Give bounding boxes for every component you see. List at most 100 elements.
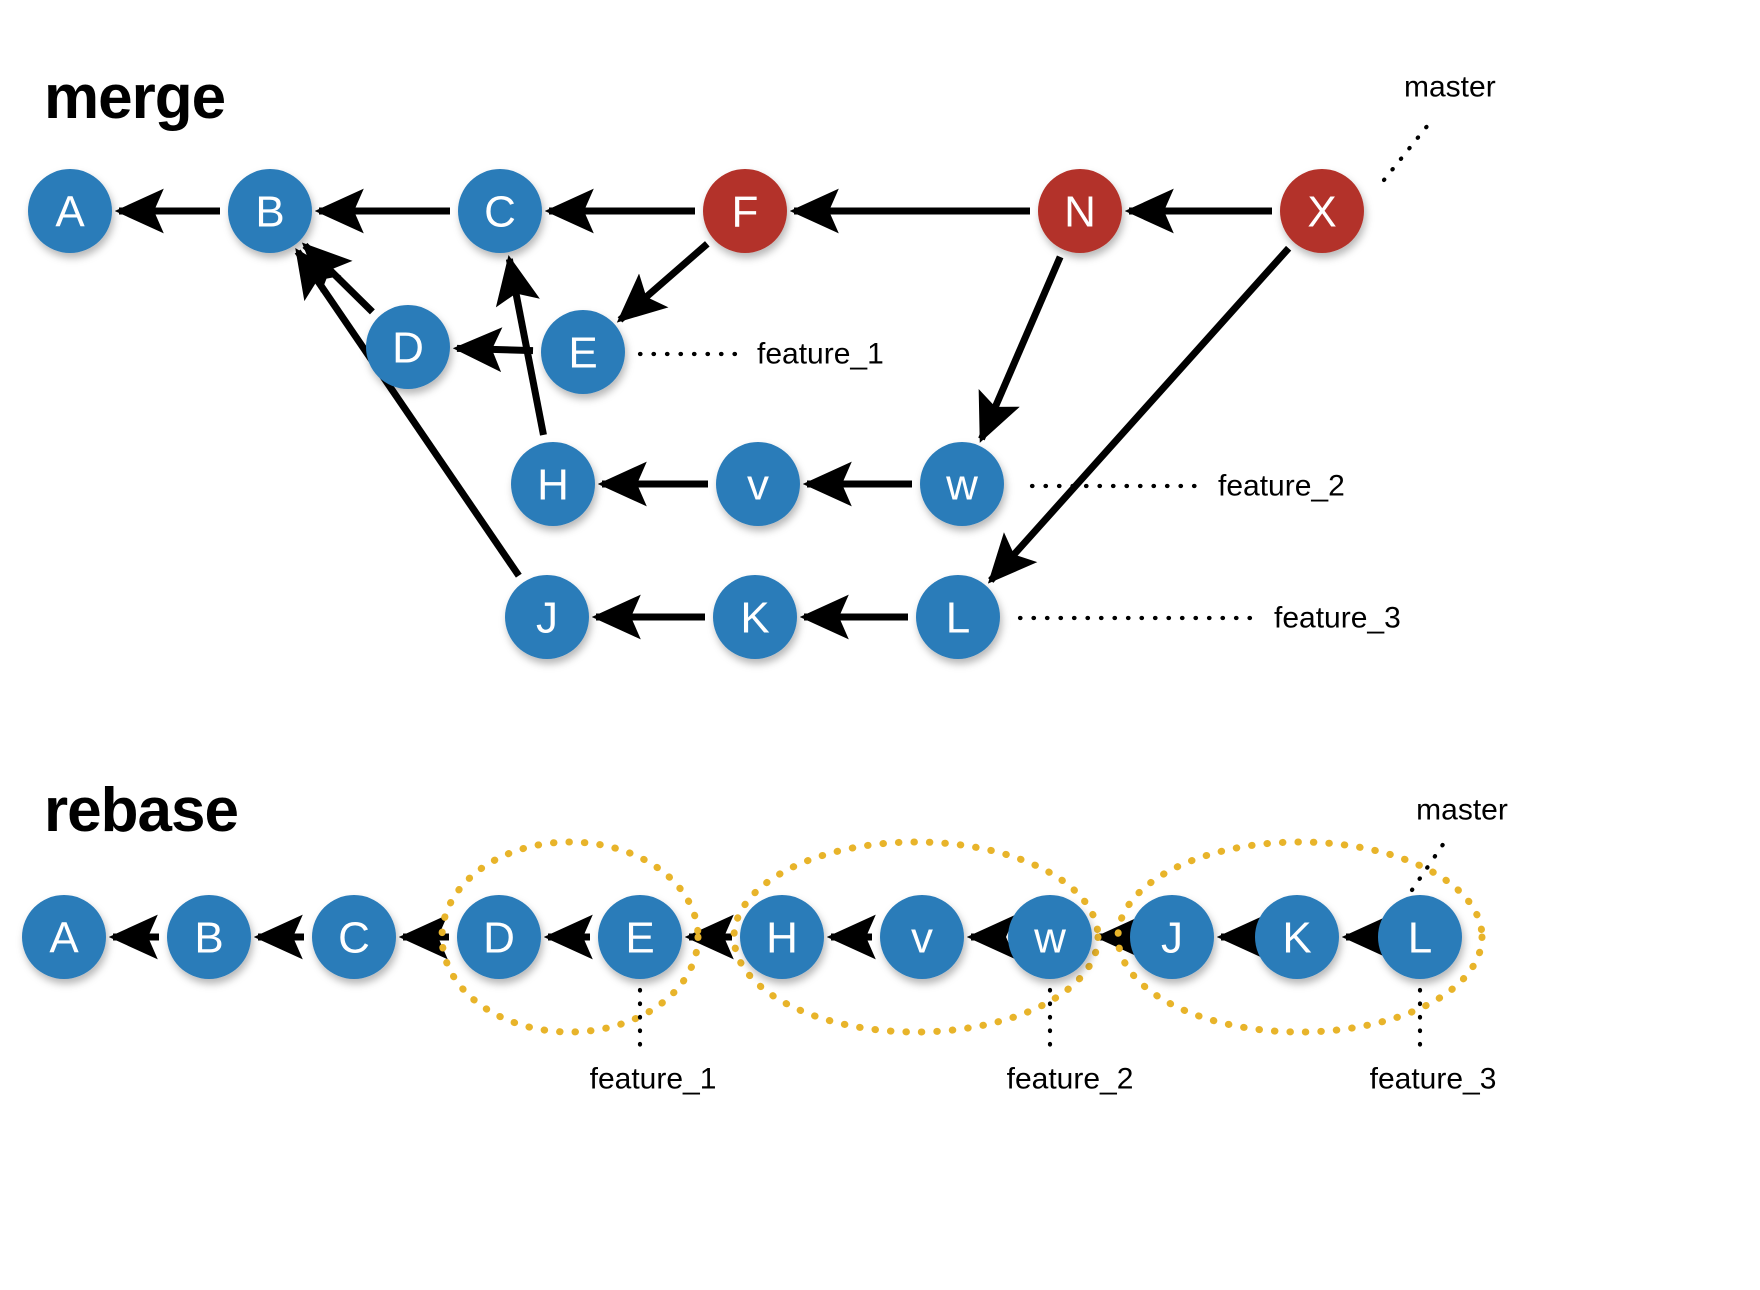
commit-node-rebase-C[interactable]: C [312,895,396,979]
commit-node-merge-B[interactable]: B [228,169,312,253]
commit-label: A [55,188,85,237]
commit-label: E [568,329,597,378]
highlight-ellipse-feature_1 [438,838,702,1036]
commit-circle [1378,895,1462,979]
commit-node-merge-A[interactable]: A [28,169,112,253]
commit-node-rebase-B[interactable]: B [167,895,251,979]
commit-circle [22,895,106,979]
commit-node-merge-K[interactable]: K [713,575,797,659]
commit-label: L [1408,914,1432,963]
branch-labels-layer: masterfeature_1feature_2feature_3feature… [590,71,1508,1096]
commit-circle [1255,895,1339,979]
commit-node-rebase-J[interactable]: J [1130,895,1214,979]
commit-node-rebase-L[interactable]: L [1378,895,1462,979]
commit-circle [505,575,589,659]
commit-node-merge-L[interactable]: L [916,575,1000,659]
commit-label: v [911,914,933,963]
commit-label: D [392,324,424,373]
commit-node-rebase-w[interactable]: w [1008,895,1092,979]
commit-label: w [1033,914,1066,963]
commit-node-rebase-D[interactable]: D [457,895,541,979]
commit-node-merge-X[interactable]: X [1280,169,1364,253]
commit-node-merge-J[interactable]: J [505,575,589,659]
commit-label: K [740,594,769,643]
commit-label: L [946,594,970,643]
commit-edge-merge-E-to-D [452,327,534,373]
commit-node-merge-N[interactable]: N [1038,169,1122,253]
commit-node-merge-H[interactable]: H [511,442,595,526]
commit-node-rebase-E[interactable]: E [598,895,682,979]
commit-circle [740,895,824,979]
branch-label-text: feature_3 [1274,602,1401,635]
commit-circle [703,169,787,253]
commit-circle [541,310,625,394]
commit-label: v [747,461,769,510]
commit-label: K [1282,914,1311,963]
branch-label-rebase-feature_3: feature_3 [1370,987,1496,1096]
branch-label-text: feature_1 [757,338,884,371]
commit-circle [1280,169,1364,253]
branch-label-text: feature_1 [590,1063,717,1096]
branch-label-text: master [1404,71,1496,104]
branch-label-text: master [1416,794,1508,827]
commit-circle [167,895,251,979]
branch-label-text: feature_2 [1218,470,1345,503]
commit-node-rebase-A[interactable]: A [22,895,106,979]
branch-label-rebase-feature_2: feature_2 [1007,987,1134,1096]
branch-label-merge-feature_1: feature_1 [637,338,884,371]
rebase-section-title: rebase [44,776,239,845]
commit-node-merge-C[interactable]: C [458,169,542,253]
commit-circle [1038,169,1122,253]
commit-node-rebase-v[interactable]: v [880,895,964,979]
branch-label-text: feature_2 [1007,1063,1134,1096]
branch-label-merge-feature_2: feature_2 [1029,470,1345,503]
commit-edge-merge-N-to-w [978,255,1064,443]
commit-label: X [1307,188,1336,237]
commit-edge-merge-H-to-C [495,254,547,436]
commit-label: J [1161,914,1183,963]
commit-circle [598,895,682,979]
commit-label: B [194,914,223,963]
merge-section-title: merge [44,63,226,132]
commit-edge-merge-F-to-E [616,241,710,323]
commit-circle [28,169,112,253]
edges-layer [108,188,1391,960]
highlight-ellipses-layer [438,838,1486,1036]
commit-node-rebase-H[interactable]: H [740,895,824,979]
commit-node-merge-D[interactable]: D [366,305,450,389]
commit-node-merge-E[interactable]: E [541,310,625,394]
commit-node-merge-F[interactable]: F [703,169,787,253]
leader-line [1381,117,1435,183]
branch-label-rebase-feature_1: feature_1 [590,987,717,1096]
highlight-ellipse-feature_2 [730,838,1102,1036]
commit-edge-merge-X-to-L [987,245,1292,584]
branch-label-rebase-master: master [1409,794,1508,893]
commit-node-merge-v[interactable]: v [716,442,800,526]
commit-label: C [484,188,516,237]
commit-label: B [255,188,284,237]
commit-label: A [49,914,79,963]
commit-label: J [536,594,558,643]
commit-label: H [766,914,798,963]
branch-label-merge-master: master [1381,71,1496,183]
commit-circle [458,169,542,253]
commit-label: D [483,914,515,963]
commit-node-rebase-K[interactable]: K [1255,895,1339,979]
commit-circle [1130,895,1214,979]
commit-circle [228,169,312,253]
commit-circle [713,575,797,659]
commit-label: w [945,461,978,510]
commit-circle [457,895,541,979]
commit-label: F [732,188,759,237]
commit-circle [916,575,1000,659]
commit-circle [880,895,964,979]
branch-label-merge-feature_3: feature_3 [1017,602,1401,635]
commit-circle [366,305,450,389]
commit-label: N [1064,188,1096,237]
commit-circle [511,442,595,526]
commit-edge-merge-J-to-B [294,248,522,578]
commit-node-merge-w[interactable]: w [920,442,1004,526]
